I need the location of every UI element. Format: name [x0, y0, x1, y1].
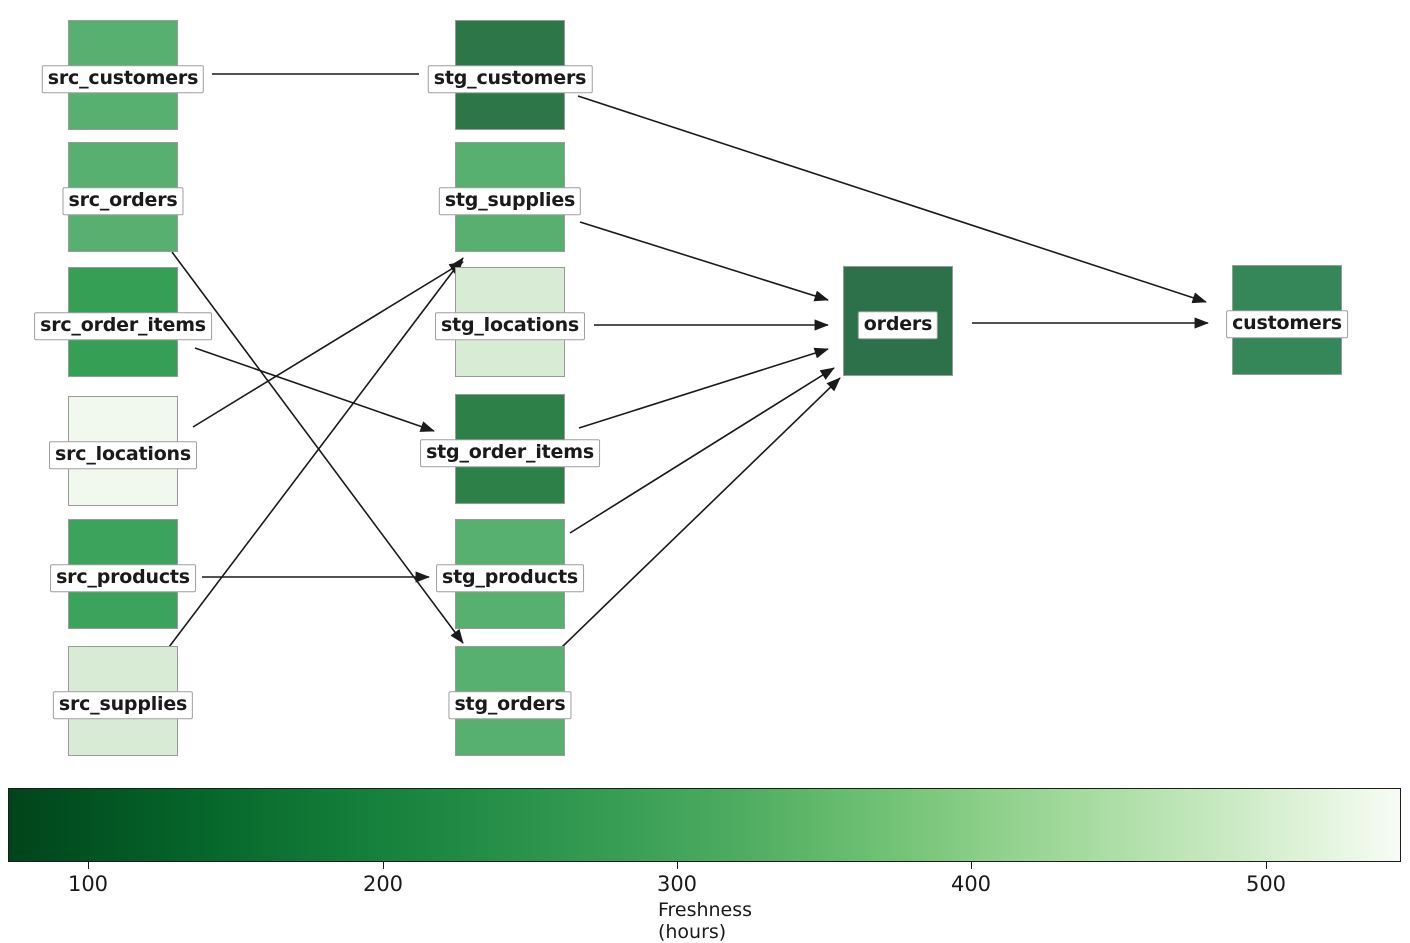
edge-stg_supplies-orders — [579, 221, 829, 302]
colorbar-tick-200 — [383, 862, 385, 869]
node-label-orders[interactable]: orders — [857, 311, 939, 339]
colorbar-axis-label: Freshness (hours) — [657, 899, 753, 943]
edge-stg_products-orders — [569, 367, 835, 534]
edge-stg_customers-customers — [577, 95, 1207, 304]
colorbar-ticklabel-200: 200 — [362, 872, 404, 896]
colorbar-ticklabel-100: 100 — [67, 872, 109, 896]
node-label-customers[interactable]: customers — [1226, 310, 1348, 338]
node-label-stg_orders[interactable]: stg_orders — [448, 691, 572, 719]
node-label-src_order_items[interactable]: src_order_items — [34, 312, 212, 340]
colorbar-tick-100 — [88, 862, 90, 869]
node-label-stg_order_items[interactable]: stg_order_items — [420, 439, 600, 467]
edge-src_locations-stg_locations — [192, 261, 464, 428]
colorbar-ticklabel-500: 500 — [1245, 872, 1287, 896]
node-label-stg_supplies[interactable]: stg_supplies — [438, 187, 582, 215]
edge-stg_orders-orders — [560, 377, 841, 649]
node-label-stg_customers[interactable]: stg_customers — [427, 65, 593, 93]
node-label-src_orders[interactable]: src_orders — [62, 187, 184, 215]
node-label-src_customers[interactable]: src_customers — [41, 65, 205, 93]
node-label-stg_locations[interactable]: stg_locations — [434, 312, 586, 340]
colorbar-tick-400 — [971, 862, 973, 869]
colorbar-tick-500 — [1266, 862, 1268, 869]
colorbar-ticklabel-400: 400 — [950, 872, 992, 896]
colorbar-ticklabel-300: 300 — [656, 872, 698, 896]
node-label-stg_products[interactable]: stg_products — [436, 564, 584, 592]
colorbar-gradient — [8, 788, 1401, 862]
colorbar-tick-300 — [677, 862, 679, 869]
edge-stg_order_items-orders — [578, 347, 829, 429]
edge-src_orders-stg_orders — [171, 251, 464, 644]
edge-src_order_items-stg_order_items — [194, 347, 435, 432]
node-label-src_products[interactable]: src_products — [50, 564, 196, 592]
node-label-src_supplies[interactable]: src_supplies — [52, 691, 194, 719]
node-label-src_locations[interactable]: src_locations — [49, 441, 197, 469]
edge-src_supplies-stg_supplies — [165, 257, 464, 652]
